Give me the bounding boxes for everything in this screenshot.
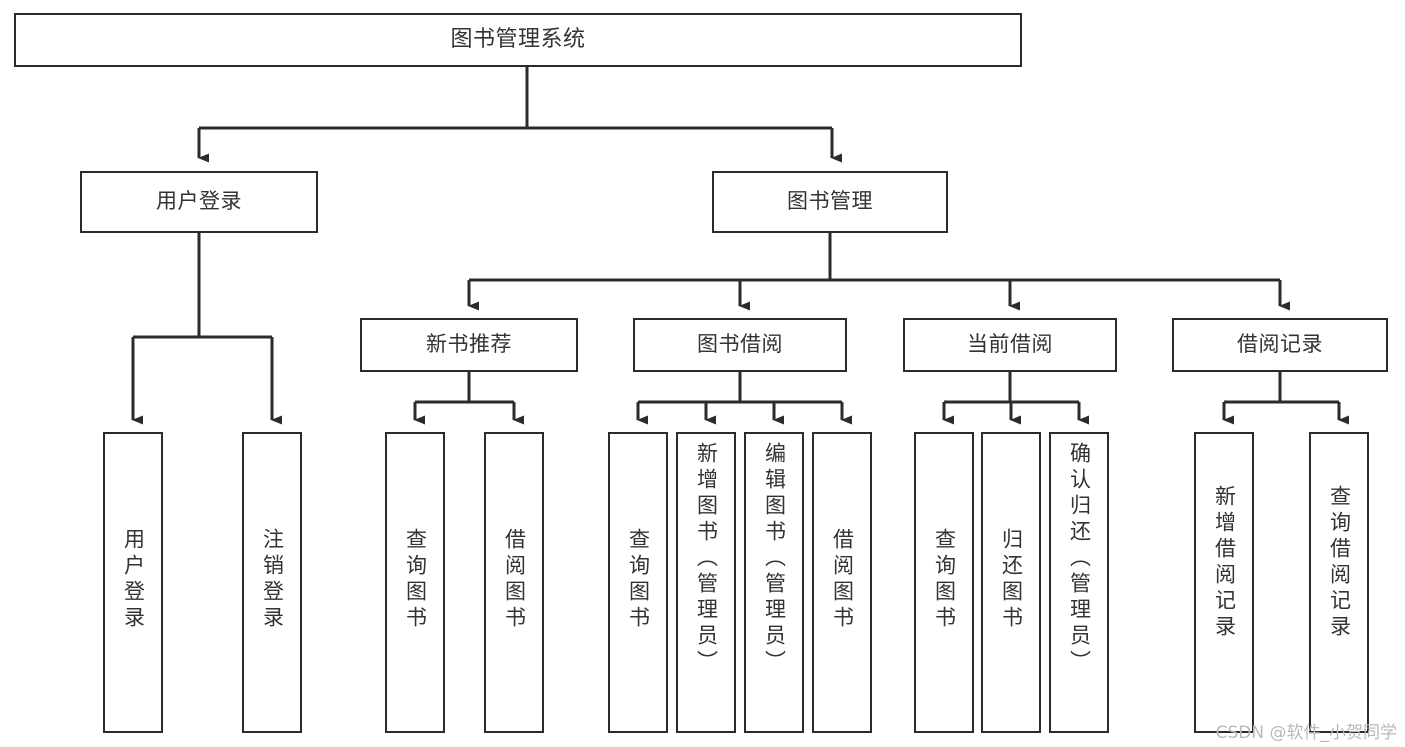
node-book-borrow[interactable]: 图书借阅 <box>633 318 847 372</box>
node-label: 当前借阅 <box>967 332 1053 357</box>
leaf-user-login-signout[interactable]: 注销登录 <box>242 432 302 733</box>
node-label: 图书管理 <box>787 189 873 214</box>
leaf-new-book-borrow[interactable]: 借阅图书 <box>484 432 544 733</box>
node-root-system[interactable]: 图书管理系统 <box>14 13 1022 67</box>
node-label: 查询图书 <box>626 528 651 632</box>
node-label: 新书推荐 <box>426 332 512 357</box>
node-label: 确认归还（管理员） <box>1067 442 1092 676</box>
node-user-login[interactable]: 用户登录 <box>80 171 318 233</box>
node-label: 查询图书 <box>403 528 428 632</box>
node-book-management[interactable]: 图书管理 <box>712 171 948 233</box>
csdn-watermark: CSDN @软件_小贺同学 <box>1215 723 1397 743</box>
node-label: 新增借阅记录 <box>1212 485 1237 641</box>
leaf-record-add-record[interactable]: 新增借阅记录 <box>1194 432 1254 733</box>
node-label: 注销登录 <box>260 528 285 632</box>
node-label: 查询图书 <box>932 528 957 632</box>
node-label: 借阅图书 <box>830 528 855 632</box>
node-label: 编辑图书（管理员） <box>762 442 787 676</box>
leaf-borrow-edit-book-admin[interactable]: 编辑图书（管理员） <box>744 432 804 733</box>
node-label: 图书管理系统 <box>450 26 586 52</box>
node-label: 用户登录 <box>121 528 146 632</box>
leaf-user-login-signin[interactable]: 用户登录 <box>103 432 163 733</box>
leaf-borrow-add-book-admin[interactable]: 新增图书（管理员） <box>676 432 736 733</box>
node-label: 借阅图书 <box>502 528 527 632</box>
leaf-borrow-borrow-book[interactable]: 借阅图书 <box>812 432 872 733</box>
leaf-current-confirm-return-admin[interactable]: 确认归还（管理员） <box>1049 432 1109 733</box>
node-label: 图书借阅 <box>697 332 783 357</box>
node-label: 借阅记录 <box>1237 332 1323 357</box>
node-new-book-recommend[interactable]: 新书推荐 <box>360 318 578 372</box>
node-label: 用户登录 <box>156 189 242 214</box>
leaf-record-query-record[interactable]: 查询借阅记录 <box>1309 432 1369 733</box>
node-label: 查询借阅记录 <box>1327 485 1352 641</box>
node-borrow-record[interactable]: 借阅记录 <box>1172 318 1388 372</box>
leaf-borrow-query-book[interactable]: 查询图书 <box>608 432 668 733</box>
node-label: 归还图书 <box>999 528 1024 632</box>
leaf-current-return-book[interactable]: 归还图书 <box>981 432 1041 733</box>
leaf-current-query-book[interactable]: 查询图书 <box>914 432 974 733</box>
node-current-borrow[interactable]: 当前借阅 <box>903 318 1117 372</box>
node-label: 新增图书（管理员） <box>694 442 719 676</box>
leaf-new-book-query[interactable]: 查询图书 <box>385 432 445 733</box>
